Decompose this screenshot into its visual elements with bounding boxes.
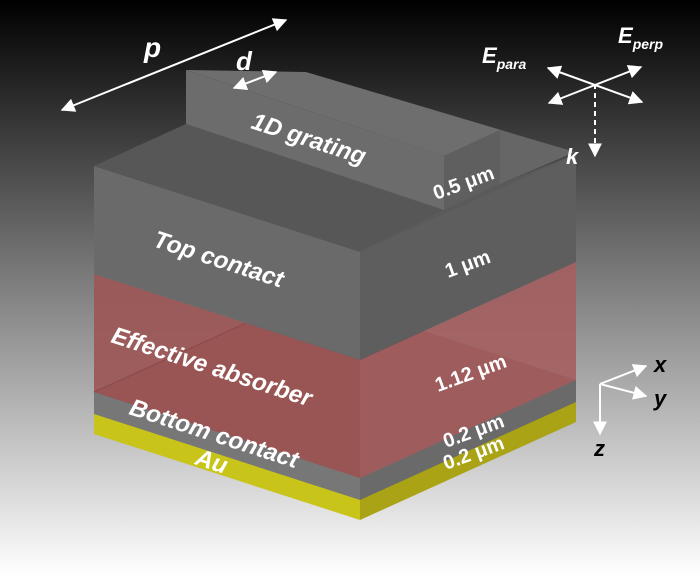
y-axis-arrow — [599, 383, 648, 400]
coordinate-axes: x y z — [593, 352, 668, 461]
width-label: d — [236, 46, 253, 76]
top-contact-front-face — [94, 166, 360, 360]
au-right-face — [360, 400, 576, 520]
e-para-label: Epara — [482, 43, 526, 72]
absorber-right-face — [360, 262, 576, 478]
top-contact-top-face — [94, 124, 444, 252]
grating-top-right — [500, 130, 575, 184]
y-axis-label: y — [653, 386, 668, 411]
z-axis-label: z — [593, 436, 605, 461]
grating-right-face — [444, 130, 500, 210]
e-perp-label: Eperp — [618, 23, 663, 52]
period-label: p — [143, 32, 161, 63]
x-axis-arrow — [599, 364, 648, 385]
top-contact-right-face — [360, 154, 576, 360]
period-arrow — [60, 18, 288, 112]
k-label: k — [566, 144, 580, 169]
top-contact-top-strip — [360, 154, 576, 252]
au-front-face — [94, 412, 360, 520]
bottom-contact-front-face — [94, 392, 360, 500]
x-axis-label: x — [653, 352, 667, 377]
absorber-front-face — [94, 274, 360, 478]
polarization-indicator: Epara Eperp k — [482, 23, 663, 169]
bottom-contact-right-face — [360, 380, 576, 500]
width-arrow — [232, 69, 278, 91]
